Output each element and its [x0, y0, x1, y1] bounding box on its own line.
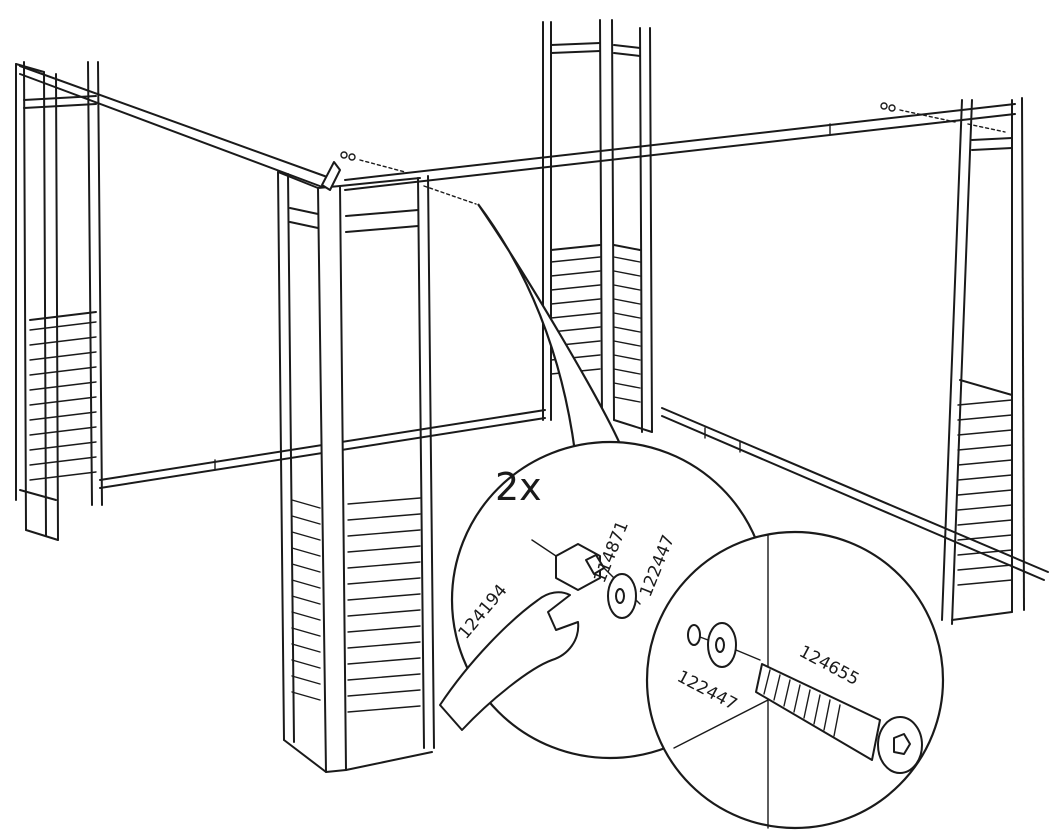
quantity-label: 2x: [495, 465, 542, 509]
slats-right: [957, 399, 1013, 586]
rail-top-left: [19, 65, 331, 189]
hex-nut-icon: [555, 543, 601, 591]
slats-front-right: [347, 497, 421, 713]
bolt-hardware-top-left: [340, 151, 406, 173]
rail-top-right: [344, 103, 1016, 191]
washer-icon: [607, 573, 637, 619]
callout-pointer: [477, 203, 622, 454]
washer-outer-icon: [687, 622, 761, 668]
frame-panel-right: [941, 97, 1025, 625]
slats-front-left: [291, 499, 321, 701]
bolt-hardware-center: [423, 185, 477, 205]
frame-panel-back-center: [542, 19, 653, 433]
bolt-icon: [755, 663, 923, 774]
frame-panel-front: [277, 161, 435, 773]
frame-panel-back-left: [15, 61, 103, 541]
wrench-icon: [439, 591, 580, 731]
bolt-hardware-top-right: [880, 102, 1006, 133]
slats-back-left: [29, 321, 97, 481]
